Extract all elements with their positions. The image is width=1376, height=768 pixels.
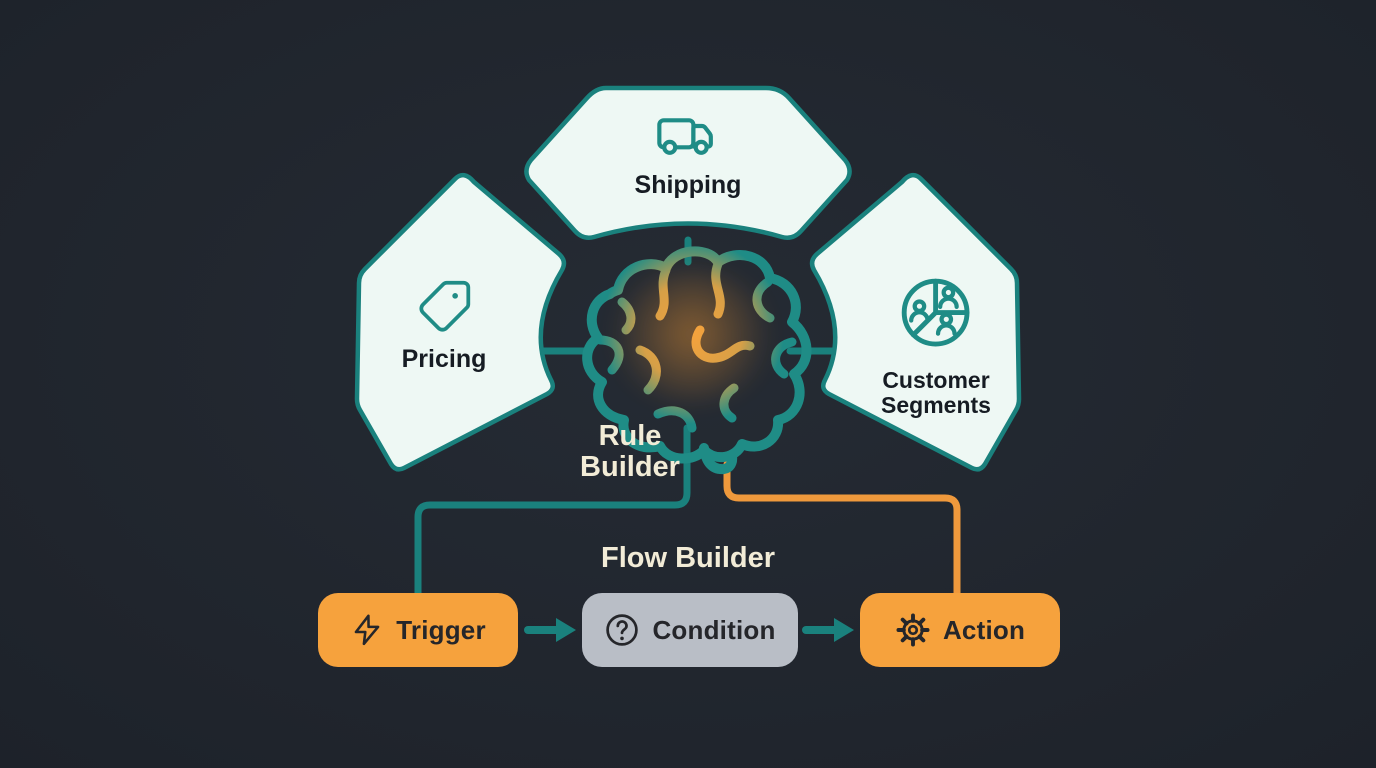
connector-brain-to-trigger [414, 424, 691, 598]
question-icon [606, 614, 639, 646]
customer-segments-label: Customer Segments [881, 367, 991, 418]
pricing-panel-shape [354, 172, 567, 472]
condition-step: Condition [582, 593, 798, 667]
trigger-step: Trigger [318, 593, 518, 667]
segments-pie-icon [901, 278, 970, 347]
action-label: Action [942, 614, 1026, 645]
gear-icon [896, 613, 930, 647]
rule-builder-title: Rule Builder [580, 420, 680, 483]
arrow-trigger-to-condition [524, 618, 576, 642]
condition-label: Condition [652, 614, 776, 645]
trigger-label: Trigger [396, 614, 486, 645]
lightning-icon [354, 614, 380, 646]
brain-icon [540, 225, 850, 495]
shipping-label: Shipping [634, 171, 742, 199]
action-step: Action [860, 593, 1060, 667]
flow-builder-title: Flow Builder [601, 542, 775, 574]
arrow-condition-to-action [802, 618, 854, 642]
tag-icon [419, 280, 471, 332]
shipping-panel-shape [524, 85, 852, 240]
truck-icon [657, 118, 713, 155]
pricing-label: Pricing [401, 345, 487, 373]
